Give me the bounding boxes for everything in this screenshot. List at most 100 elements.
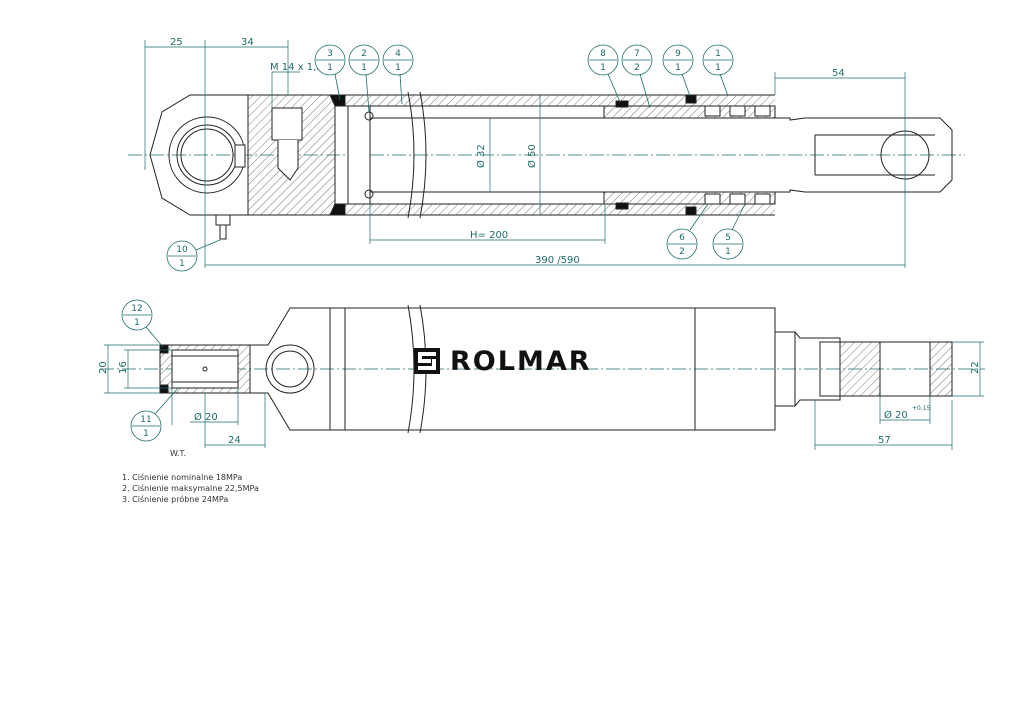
balloon-labels-top: 31 21 41 81 72 91 11 101 62 51 (176, 49, 731, 269)
brand-logo: ROLMAR (414, 344, 592, 378)
svg-text:6: 6 (679, 233, 685, 243)
clevis-hatch-left (839, 341, 881, 397)
balloon-11 (130, 387, 179, 442)
balloon-6 (666, 203, 709, 260)
seal-top-left (329, 94, 346, 107)
top-dimensions (144, 40, 906, 268)
svg-text:1: 1 (134, 318, 140, 328)
eye-inner-circle (180, 128, 234, 182)
seal-5-a-top (704, 105, 721, 117)
dim-dia-50: Ø 50 (526, 144, 538, 168)
rod-end-outline (775, 117, 953, 193)
oring-bottom (364, 189, 374, 199)
svg-text:7: 7 (634, 49, 640, 59)
balloons-top (166, 44, 746, 272)
bottom-dim-labels: 20 16 Ø 20 24 22 Ø 20 +0,15 57 (98, 361, 981, 446)
tube-side (329, 307, 776, 431)
svg-text:8: 8 (600, 49, 606, 59)
seal-5-c-top (754, 105, 771, 117)
balloon-10 (166, 239, 221, 272)
piston (347, 105, 371, 205)
bottom-dimensions (104, 341, 984, 450)
balloon-9 (662, 44, 694, 97)
balloon-1 (702, 44, 734, 97)
dim-16-left: 16 (118, 361, 129, 374)
svg-text:1: 1 (725, 247, 731, 257)
seal-9-top (685, 94, 697, 104)
dim-24: 24 (228, 435, 241, 446)
svg-text:1: 1 (395, 63, 401, 73)
balloon-2 (348, 44, 380, 113)
rod-side (775, 331, 841, 407)
dim-20-left: 20 (98, 361, 109, 374)
balloon-4 (382, 44, 414, 105)
balloon-7 (621, 44, 653, 109)
top-section-view (128, 91, 965, 240)
dim-rod-pin: Ø 20 (884, 409, 908, 421)
svg-text:1: 1 (179, 259, 185, 269)
brand-name: ROLMAR (450, 345, 592, 377)
grease-channel (234, 144, 246, 168)
svg-text:1: 1 (143, 429, 149, 439)
rolmar-logo-icon (414, 348, 440, 374)
svg-text:1: 1 (715, 63, 721, 73)
bushing-center (202, 366, 208, 372)
dim-pin-dia: Ø 20 (194, 411, 218, 423)
break-line-1 (419, 91, 427, 219)
svg-text:2: 2 (679, 247, 685, 257)
wt-label: W.T. (170, 449, 187, 458)
dim-34: 34 (241, 37, 254, 48)
svg-text:9: 9 (675, 49, 681, 59)
dim-stroke: H= 200 (470, 230, 508, 241)
dim-54: 54 (832, 68, 845, 79)
dim-25: 25 (170, 37, 183, 48)
svg-text:2: 2 (361, 49, 367, 59)
seal-5-b-top (729, 105, 746, 117)
seal-5-b-bottom (729, 193, 746, 205)
seal-8-bottom (615, 202, 629, 210)
svg-text:1: 1 (600, 63, 606, 73)
top-dim-labels: 25 34 M 14 x 1,5 54 Ø 32 Ø 50 H= 200 390… (170, 37, 845, 266)
dim-thread: M 14 x 1,5 (270, 62, 323, 73)
svg-text:1: 1 (675, 63, 681, 73)
svg-text:1: 1 (361, 63, 367, 73)
note-test: 3. Ciśnienie próbne 24MPa (122, 495, 229, 504)
dim-57: 57 (878, 435, 891, 446)
eye-side-inner (271, 350, 309, 388)
clevis-hatch-right (929, 341, 953, 397)
gland-bottom (603, 191, 776, 205)
dim-22-right: 22 (970, 361, 981, 374)
seal-bottom-left (329, 203, 346, 216)
break-line-2 (407, 91, 415, 219)
svg-text:5: 5 (725, 233, 731, 243)
bottom-view (100, 304, 985, 434)
port-bore (277, 140, 299, 181)
balloon-12 (121, 299, 164, 348)
grease-nipple-body (215, 214, 231, 226)
note-nominal: 1. Ciśnienie nominalne 18MPa (122, 473, 243, 482)
dim-rod-tol: +0,15 (912, 405, 931, 412)
svg-text:1: 1 (715, 49, 721, 59)
port-thread (271, 107, 303, 141)
svg-text:11: 11 (140, 415, 151, 425)
svg-text:12: 12 (131, 304, 142, 314)
grease-nipple-tip (219, 224, 227, 240)
balloons-bottom (121, 299, 179, 442)
dim-length: 390 /590 (535, 255, 580, 266)
svg-text:1: 1 (327, 63, 333, 73)
balloon-5 (712, 203, 746, 260)
eye-side-outer (265, 344, 315, 394)
svg-text:10: 10 (176, 245, 188, 255)
seal-5-c-bottom (754, 193, 771, 205)
seal-8-top (615, 100, 629, 108)
seal-9-bottom (685, 206, 697, 216)
balloon-3 (314, 44, 346, 101)
svg-text:2: 2 (634, 63, 640, 73)
balloon-8 (587, 44, 621, 103)
seal-5-a-bottom (704, 193, 721, 205)
pressure-notes: 1. Ciśnienie nominalne 18MPa 2. Ciśnieni… (122, 472, 259, 505)
dim-dia-32: Ø 32 (475, 144, 487, 168)
note-maximum: 2. Ciśnienie maksymalne 22,5MPa (122, 484, 259, 493)
svg-text:3: 3 (327, 49, 333, 59)
